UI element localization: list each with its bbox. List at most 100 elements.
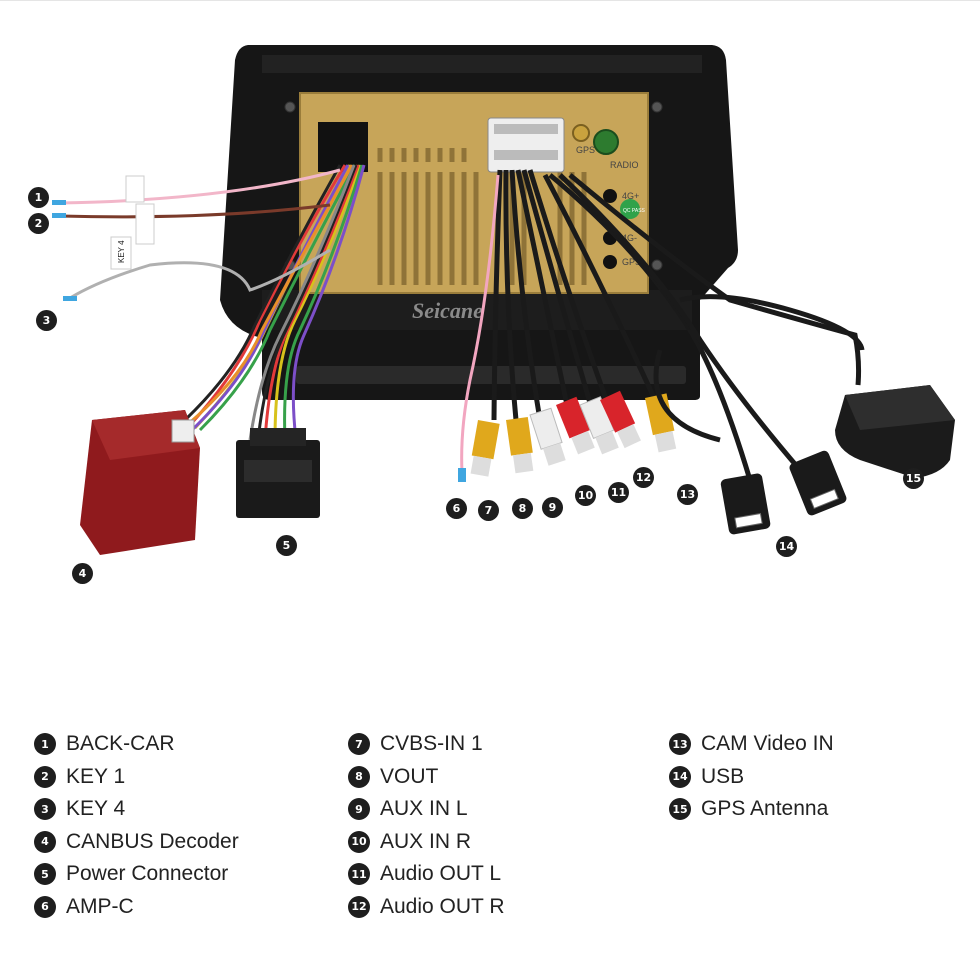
gps-bottom-port	[603, 255, 617, 269]
legend-number: 3	[34, 798, 56, 821]
callout-6: 6	[446, 498, 467, 519]
legend-number: 8	[348, 765, 370, 788]
callout-9: 9	[542, 497, 563, 518]
callout-12: 12	[633, 467, 654, 488]
back-car-tip	[52, 200, 66, 205]
rca-plug-aux-l	[529, 407, 566, 466]
legend-label: Audio OUT R	[380, 894, 505, 918]
wire-tag-key4-text: KEY 4	[117, 240, 126, 263]
gps-antenna	[835, 385, 955, 478]
rca-plug-cam	[645, 393, 677, 453]
lte-minus-label: 4G-	[622, 233, 637, 243]
callout-15: 15	[903, 468, 924, 489]
radio-port	[593, 129, 619, 155]
wire-tag-2	[135, 203, 155, 245]
callout-14: 14	[776, 536, 797, 557]
legend-label: CVBS-IN 1	[380, 732, 483, 756]
gps-bottom-label: GPS	[622, 257, 641, 267]
key1-tip	[52, 213, 66, 218]
wire-tag-1	[125, 175, 145, 203]
top-divider	[0, 0, 980, 1]
key4-wire	[69, 248, 331, 300]
wiring-diagram: GPS RADIO 4G+ 4G- GPS QC PASS Seicane KE…	[52, 45, 955, 555]
callout-3: 3	[36, 310, 57, 331]
callout-8: 8	[512, 498, 533, 519]
legend-item: 5 Power Connector	[34, 858, 239, 891]
amp-c-tip	[458, 468, 466, 482]
legend-label: AUX IN L	[380, 797, 468, 821]
legend-item: 7 CVBS-IN 1	[348, 728, 505, 761]
legend-label: GPS Antenna	[701, 797, 829, 821]
legend-item: 12 Audio OUT R	[348, 891, 505, 924]
key1-wire	[59, 203, 331, 219]
lte-plus-label: 4G+	[622, 191, 639, 201]
rca-plug-aux-r	[556, 396, 595, 455]
legend-label: AUX IN R	[380, 829, 472, 853]
frame-top-rim	[262, 55, 702, 73]
legend-number: 12	[348, 895, 370, 918]
usb-plug-1	[720, 473, 771, 535]
legend-label: AMP-C	[66, 894, 134, 918]
gps-port-label: GPS	[576, 145, 595, 155]
rca-plug-cvbs	[470, 420, 500, 477]
callout-1: 1	[28, 187, 49, 208]
callout-13: 13	[677, 484, 698, 505]
amp-c-wire	[460, 174, 500, 473]
legend-label: VOUT	[380, 764, 439, 788]
back-car-wire	[59, 168, 341, 205]
legend-number: 1	[34, 733, 56, 756]
canbus-decoder-box	[80, 410, 200, 555]
legend-label: BACK-CAR	[66, 732, 175, 756]
power-connector	[236, 428, 320, 518]
wire-tag-key4	[110, 236, 132, 270]
legend-label: Audio OUT L	[380, 862, 502, 886]
legend-item: 15 GPS Antenna	[669, 793, 834, 826]
frame-slot	[296, 366, 686, 384]
usb-gps-cables	[548, 173, 865, 481]
legend-number: 2	[34, 765, 56, 788]
legend-item: 10 AUX IN R	[348, 826, 505, 859]
legend-number: 7	[348, 733, 370, 756]
iso-port	[318, 122, 368, 172]
legend-number: 14	[669, 765, 691, 788]
left-harness	[183, 164, 366, 441]
legend-number: 4	[34, 830, 56, 853]
usb-plug-2	[789, 450, 847, 516]
legend-item: 11 Audio OUT L	[348, 858, 505, 891]
legend-number: 15	[669, 798, 691, 821]
callout-5: 5	[276, 535, 297, 556]
radio-port-label: RADIO	[610, 160, 639, 170]
legend-label: CANBUS Decoder	[66, 829, 239, 853]
legend-item: 14 USB	[669, 761, 834, 794]
legend-column-2: 7 CVBS-IN 1 8 VOUT 9 AUX IN L 10 AUX IN R 11…	[348, 728, 505, 923]
legend-label: USB	[701, 764, 745, 788]
rca-plug-vout	[506, 416, 534, 474]
legend-item: 4 CANBUS Decoder	[34, 826, 239, 859]
legend-number: 10	[348, 830, 370, 853]
callout-2: 2	[28, 213, 49, 234]
rca-cables	[491, 169, 658, 421]
qc-pass-sticker	[620, 199, 640, 219]
legend-item: 1 BACK-CAR	[34, 728, 239, 761]
qc-pass-label: QC PASS	[623, 208, 646, 214]
legend-item: 8 VOUT	[348, 761, 505, 794]
legend-number: 6	[34, 895, 56, 918]
rca-plug-audio-out-r	[600, 390, 641, 449]
legend-number: 13	[669, 733, 691, 756]
legend-item: 9 AUX IN L	[348, 793, 505, 826]
lte-plus-port	[603, 189, 617, 203]
callout-4: 4	[72, 563, 93, 584]
callout-10: 10	[575, 485, 596, 506]
gps-port	[572, 124, 590, 142]
legend-label: Power Connector	[66, 862, 229, 886]
legend-item: 6 AMP-C	[34, 891, 239, 924]
legend-number: 5	[34, 863, 56, 886]
legend-number: 11	[348, 863, 370, 886]
callout-11: 11	[608, 482, 629, 503]
legend-number: 9	[348, 798, 370, 821]
